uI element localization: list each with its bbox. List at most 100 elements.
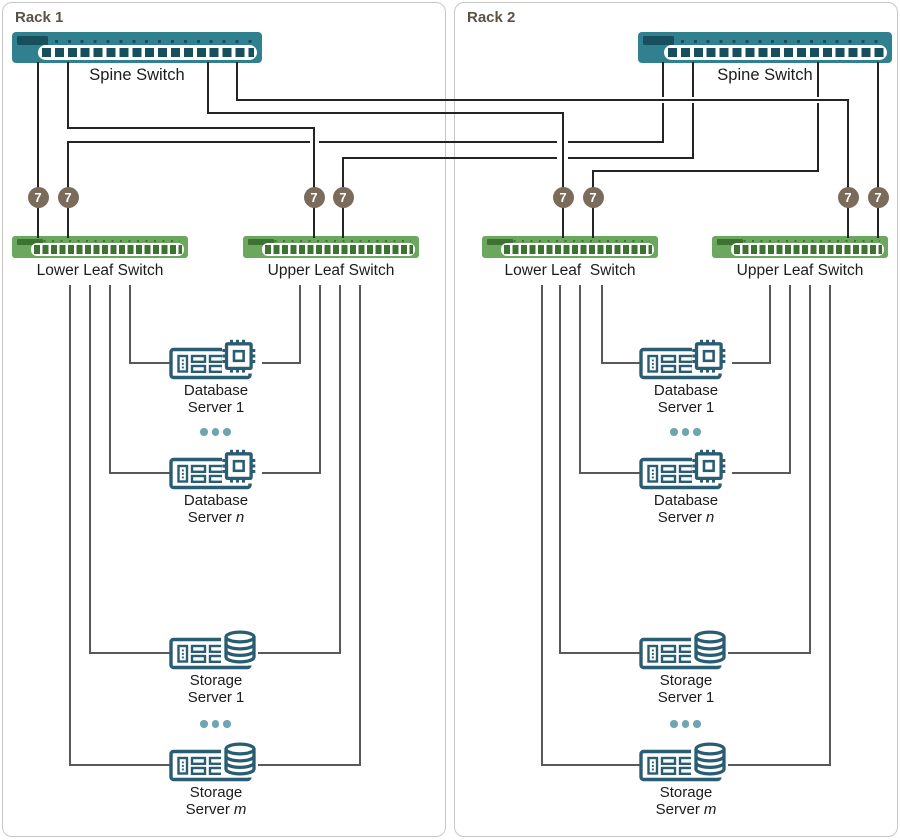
server-link-segment xyxy=(559,652,640,654)
server-link-segment xyxy=(359,285,361,766)
cpu-icon xyxy=(692,339,730,374)
network-link-segment xyxy=(662,62,664,97)
network-link-segment xyxy=(236,99,849,101)
server-link-segment xyxy=(559,285,561,654)
network-link-segment xyxy=(67,141,69,188)
network-link-segment xyxy=(662,103,664,143)
storage-server-icon xyxy=(169,741,263,783)
spine-switch-rack1 xyxy=(12,32,262,63)
network-link-segment xyxy=(313,206,315,238)
network-link-segment xyxy=(562,206,564,238)
more-items-dots-icon xyxy=(200,720,231,728)
more-items-dots-icon xyxy=(670,428,701,436)
rack-server-icon xyxy=(169,741,257,782)
rack-server-icon xyxy=(639,449,730,490)
network-link-segment xyxy=(877,206,879,238)
rack-1-title: Rack 1 xyxy=(15,9,64,26)
server-label-line1: Database xyxy=(653,492,719,509)
network-link-segment xyxy=(817,103,819,172)
network-link-segment xyxy=(562,112,564,188)
rack-server-icon xyxy=(169,449,260,490)
database-cylinder-icon xyxy=(691,629,727,666)
server-link-segment xyxy=(541,285,543,766)
server-link-segment xyxy=(601,362,640,364)
status-chip xyxy=(17,239,43,245)
spine-switch-rack2 xyxy=(638,32,892,63)
network-link-segment xyxy=(692,62,694,97)
network-link-segment xyxy=(847,206,849,238)
network-link-segment xyxy=(342,157,344,188)
link-count-badge: 7 xyxy=(552,186,574,208)
server-link-segment xyxy=(258,652,341,654)
led-dots-row xyxy=(266,240,411,242)
spine-switch-label-rack1: Spine Switch xyxy=(89,66,185,84)
server-link-segment xyxy=(732,472,791,474)
network-link-segment xyxy=(342,206,344,238)
port-strip xyxy=(664,45,887,60)
lower-leaf-switch-rack2 xyxy=(482,236,658,258)
server-link-segment xyxy=(601,285,603,364)
more-items-dots-icon xyxy=(200,428,231,436)
network-link-segment xyxy=(592,170,819,172)
network-link-segment xyxy=(877,62,879,188)
port-strip xyxy=(38,45,257,60)
led-dots-row xyxy=(35,240,180,242)
network-link-segment xyxy=(319,141,557,143)
status-chip xyxy=(487,239,513,245)
database-cylinder-icon xyxy=(221,741,257,778)
link-count-badge: 7 xyxy=(332,186,354,208)
server-link-segment xyxy=(728,764,831,766)
server-link-segment xyxy=(89,652,170,654)
status-chip xyxy=(248,239,274,245)
server-link-segment xyxy=(69,764,170,766)
status-chip xyxy=(17,36,48,45)
lower-leaf-switch-rack1 xyxy=(12,236,188,258)
server-link-segment xyxy=(829,285,831,766)
link-count-badge: 7 xyxy=(57,186,79,208)
server-label-line1: Storage xyxy=(659,672,713,689)
link-count-badge: 7 xyxy=(582,186,604,208)
status-chip xyxy=(643,36,674,45)
server-link-segment xyxy=(728,652,811,654)
database-server-icon xyxy=(169,449,263,491)
database-server-icon xyxy=(169,339,263,381)
network-link-segment xyxy=(67,127,315,129)
rack-server-icon xyxy=(169,339,260,380)
port-strip xyxy=(262,243,415,256)
database-cylinder-icon xyxy=(221,629,257,666)
led-dots-row xyxy=(505,240,650,242)
server-link-segment xyxy=(769,285,771,364)
server-link-segment xyxy=(109,472,170,474)
network-link-segment xyxy=(342,157,557,159)
upper-leaf-switch-rack1 xyxy=(243,236,419,258)
storage-server-icon xyxy=(639,741,733,783)
network-link-segment xyxy=(67,206,69,238)
server-link-segment xyxy=(579,285,581,474)
rack-2-panel: Rack 2 xyxy=(454,2,898,837)
server-link-segment xyxy=(262,362,301,364)
server-link-segment xyxy=(262,472,321,474)
rack-server-icon xyxy=(639,741,727,782)
network-link-segment xyxy=(592,206,594,238)
led-dots-row xyxy=(42,40,253,43)
led-dots-row xyxy=(735,240,880,242)
network-link-segment xyxy=(568,141,664,143)
lower-leaf-switch-label-rack1: Lower Leaf Switch xyxy=(36,262,164,279)
server-link-segment xyxy=(109,285,111,474)
network-link-segment xyxy=(67,62,69,129)
port-strip xyxy=(31,243,184,256)
upper-leaf-switch-rack2 xyxy=(712,236,888,258)
network-link-segment xyxy=(847,99,849,188)
link-count-badge: 7 xyxy=(837,186,859,208)
server-label-line1: Database xyxy=(183,382,249,399)
database-server-icon xyxy=(639,449,733,491)
